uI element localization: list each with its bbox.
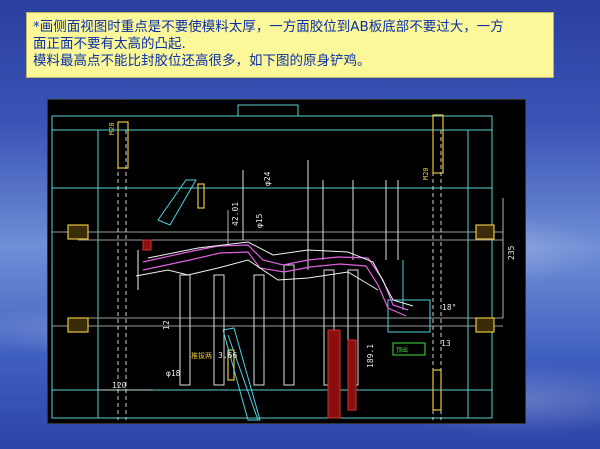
green-box <box>392 342 426 356</box>
label-dim-120: 120 <box>112 381 127 390</box>
part-profile <box>142 244 409 317</box>
side-screws <box>67 224 495 333</box>
label-dim-12: 12 <box>162 320 171 330</box>
note-line-1: *画侧面视图时重点是不要使模料太厚，一方面胶位到AB板底部不要过大，一方 <box>33 19 504 35</box>
label-ejector: 推拔两 <box>191 351 212 360</box>
cad-drawing: M20 M20 42.01 φ15 φ24 235 18° 12 13 φ18 … <box>47 99 526 424</box>
sliders <box>157 179 431 421</box>
red-inserts <box>142 239 357 419</box>
label-dim-24: φ24 <box>263 171 272 186</box>
note-line-3: 模料最高点不能比封胶位还高很多，如下图的原身铲鸡。 <box>33 53 371 69</box>
label-dim-1891: 189.1 <box>366 344 375 368</box>
label-dim-4201: 42.01 <box>231 202 240 226</box>
dimension-lines <box>98 198 504 391</box>
label-dim-18: φ18 <box>166 369 181 378</box>
cad-canvas: M20 M20 42.01 φ15 φ24 235 18° 12 13 φ18 … <box>51 104 516 421</box>
label-green: 顶出 <box>396 346 408 354</box>
annotation-note: *画侧面视图时重点是不要使模料太厚，一方面胶位到AB板底部不要过大，一方 面正面… <box>26 12 554 78</box>
label-dim-235: 235 <box>507 245 516 260</box>
part-outline <box>135 241 414 307</box>
label-dim-18deg: 18° <box>442 303 456 312</box>
label-dim-15: φ15 <box>255 213 264 228</box>
label-m20-right: M20 <box>422 167 430 180</box>
plate-lines <box>52 231 503 327</box>
label-dim-366: 3.66 <box>218 351 237 360</box>
label-dim-13: 13 <box>441 339 451 348</box>
note-line-2: 面正面不要有太高的凸起. <box>33 36 186 52</box>
label-m20-left: M20 <box>108 122 116 135</box>
bolts <box>117 114 444 411</box>
